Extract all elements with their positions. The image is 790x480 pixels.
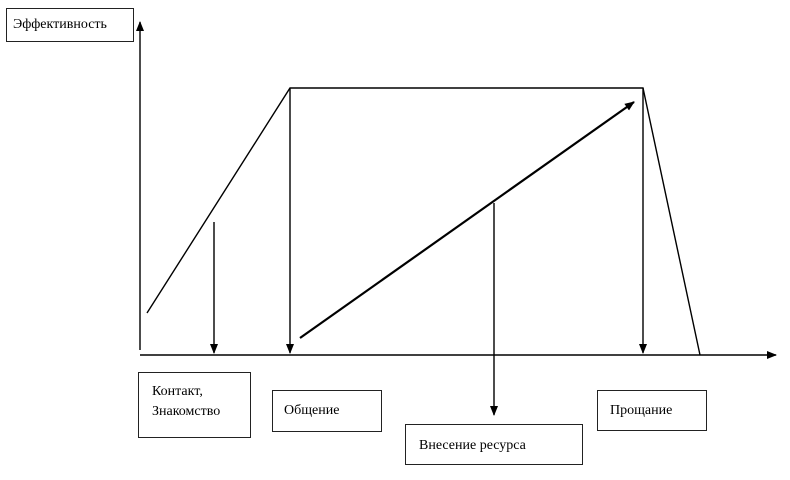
stage-contact-label: Контакт, Знакомство (138, 372, 251, 438)
stage-farewell-label: Прощание (597, 390, 707, 431)
stage-communication-label: Общение (272, 390, 382, 432)
stage-resource-label: Внесение ресурса (405, 424, 583, 465)
effectiveness-curve (146, 87, 701, 356)
axis-title: Эффективность (6, 8, 134, 42)
resource-growth-arrow (299, 101, 635, 339)
